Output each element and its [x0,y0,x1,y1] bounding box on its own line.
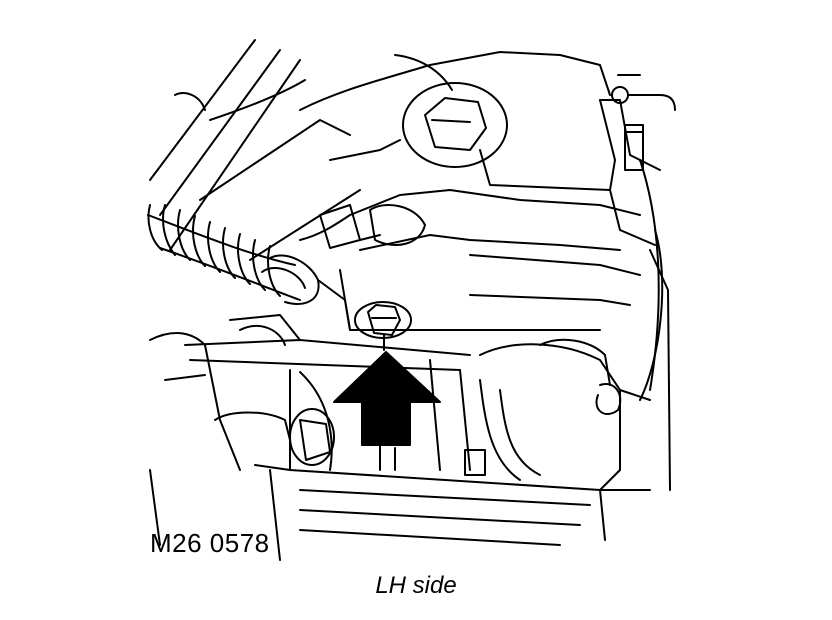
upper-hex-bolt [402,82,508,168]
figure-caption: LH side [375,572,457,599]
upper-housing [299,51,661,251]
left-lower-component [149,314,335,471]
corrugated-hose [147,204,301,301]
drain-plug [354,301,412,351]
bottom-base [149,249,671,561]
right-bracket [611,74,676,401]
hose-clamp [261,254,351,331]
figure-reference-code: M26 0578 [150,528,270,558]
right-connector [464,338,651,491]
up-arrow-icon [333,351,441,446]
lower-sump [184,339,651,546]
background-body-lines [149,39,361,261]
